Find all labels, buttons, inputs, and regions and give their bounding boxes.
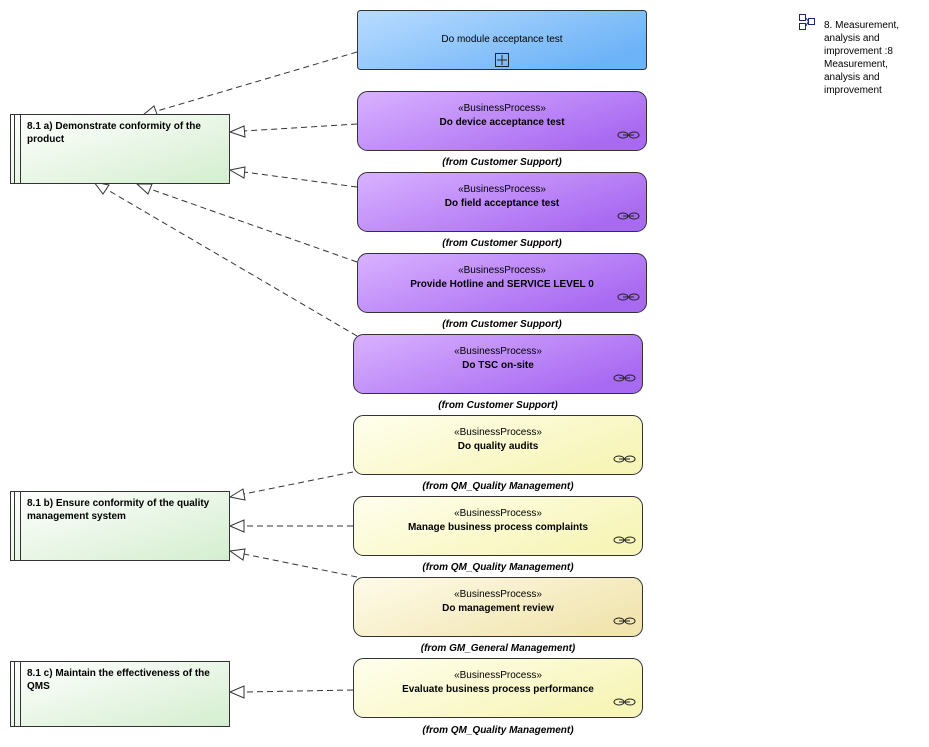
package-diagram-icon	[799, 14, 815, 30]
process-stereotype: «BusinessProcess»	[454, 589, 542, 600]
process-stereotype: «BusinessProcess»	[454, 670, 542, 681]
process-name: Do quality audits	[458, 441, 539, 452]
expand-box-icon[interactable]	[495, 53, 509, 67]
process-hotline-service-level-0[interactable]: «BusinessProcess» Provide Hotline and SE…	[357, 253, 647, 331]
module-label: Do module acceptance test	[441, 34, 562, 45]
process-origin: (from Customer Support)	[438, 400, 558, 411]
connector-device-to-req-a[interactable]	[228, 123, 358, 138]
link-chain-icon	[613, 617, 636, 625]
requirement-label-line-1: 8.1 a) Demonstrate conformity of the	[27, 121, 201, 132]
process-business-process-complaints[interactable]: «BusinessProcess» Manage business proces…	[353, 496, 643, 574]
requirement-label-line-1: 8.1 b) Ensure conformity of the quality	[27, 498, 210, 509]
process-stereotype: «BusinessProcess»	[458, 265, 546, 276]
connector-complaints-to-req-b[interactable]	[228, 519, 353, 533]
requirement-8-1-a[interactable]: 8.1 a) Demonstrate conformity of the pro…	[10, 114, 230, 184]
process-device-acceptance-test[interactable]: «BusinessProcess» Do device acceptance t…	[357, 91, 647, 169]
connector-tsc-to-req-a[interactable]	[92, 181, 358, 337]
connector-hotline-to-req-a[interactable]	[135, 183, 358, 263]
connector-review-to-req-b[interactable]	[228, 548, 358, 578]
note-line-5: analysis and	[824, 72, 880, 83]
connector-module-to-req-a[interactable]	[141, 51, 358, 118]
process-management-review[interactable]: «BusinessProcess» Do management review (…	[353, 577, 643, 655]
requirement-label-line-2: QMS	[27, 681, 50, 692]
process-tsc-on-site[interactable]: «BusinessProcess» Do TSC on-site (from C…	[353, 334, 643, 412]
process-name: Manage business process complaints	[408, 522, 588, 533]
process-origin: (from Customer Support)	[442, 157, 562, 168]
link-chain-icon	[613, 698, 636, 706]
process-stereotype: «BusinessProcess»	[458, 103, 546, 114]
link-chain-icon	[613, 455, 636, 463]
diagram-reference[interactable]: 8. Measurement, analysis and improvement…	[799, 14, 900, 97]
process-evaluate-performance[interactable]: «BusinessProcess» Evaluate business proc…	[353, 658, 643, 737]
link-chain-icon	[617, 212, 640, 220]
link-chain-icon	[617, 131, 640, 139]
process-name: Evaluate business process performance	[402, 684, 594, 695]
connector-evaluate-to-req-c[interactable]	[228, 685, 354, 699]
process-origin: (from QM_Quality Management)	[422, 562, 574, 573]
process-stereotype: «BusinessProcess»	[454, 427, 542, 438]
link-chain-icon	[613, 536, 636, 544]
connector-field-to-req-a[interactable]	[228, 166, 358, 188]
process-origin: (from Customer Support)	[442, 319, 562, 330]
process-field-acceptance-test[interactable]: «BusinessProcess» Do field acceptance te…	[357, 172, 647, 250]
process-name: Do management review	[442, 603, 554, 614]
link-chain-icon	[617, 293, 640, 301]
requirement-8-1-b[interactable]: 8.1 b) Ensure conformity of the quality …	[10, 491, 230, 561]
process-name: Do TSC on-site	[462, 360, 534, 371]
requirement-label-line-2: management system	[27, 511, 126, 522]
module-acceptance-test[interactable]: Do module acceptance test	[357, 10, 647, 70]
process-origin: (from QM_Quality Management)	[422, 725, 574, 736]
note-line-4: Measurement,	[824, 59, 888, 70]
process-name: Provide Hotline and SERVICE LEVEL 0	[410, 279, 594, 290]
note-line-3: improvement :8	[824, 46, 893, 57]
process-stereotype: «BusinessProcess»	[454, 346, 542, 357]
requirement-8-1-c[interactable]: 8.1 c) Maintain the effectiveness of the…	[10, 661, 230, 727]
note-line-2: analysis and	[824, 33, 880, 44]
process-stereotype: «BusinessProcess»	[454, 508, 542, 519]
connectors	[92, 51, 358, 699]
connector-audits-to-req-b[interactable]	[228, 471, 354, 501]
process-name: Do device acceptance test	[439, 117, 565, 128]
process-origin: (from GM_General Management)	[421, 643, 576, 654]
process-stereotype: «BusinessProcess»	[458, 184, 546, 195]
process-quality-audits[interactable]: «BusinessProcess» Do quality audits (fro…	[353, 415, 643, 493]
link-chain-icon	[613, 374, 636, 382]
process-origin: (from Customer Support)	[442, 238, 562, 249]
note-line-1: 8. Measurement,	[824, 20, 899, 31]
requirement-label-line-1: 8.1 c) Maintain the effectiveness of the	[27, 668, 210, 679]
process-name: Do field acceptance test	[445, 198, 560, 209]
requirement-label-line-2: product	[27, 134, 65, 145]
process-origin: (from QM_Quality Management)	[422, 481, 574, 492]
note-line-6: improvement	[824, 85, 882, 96]
